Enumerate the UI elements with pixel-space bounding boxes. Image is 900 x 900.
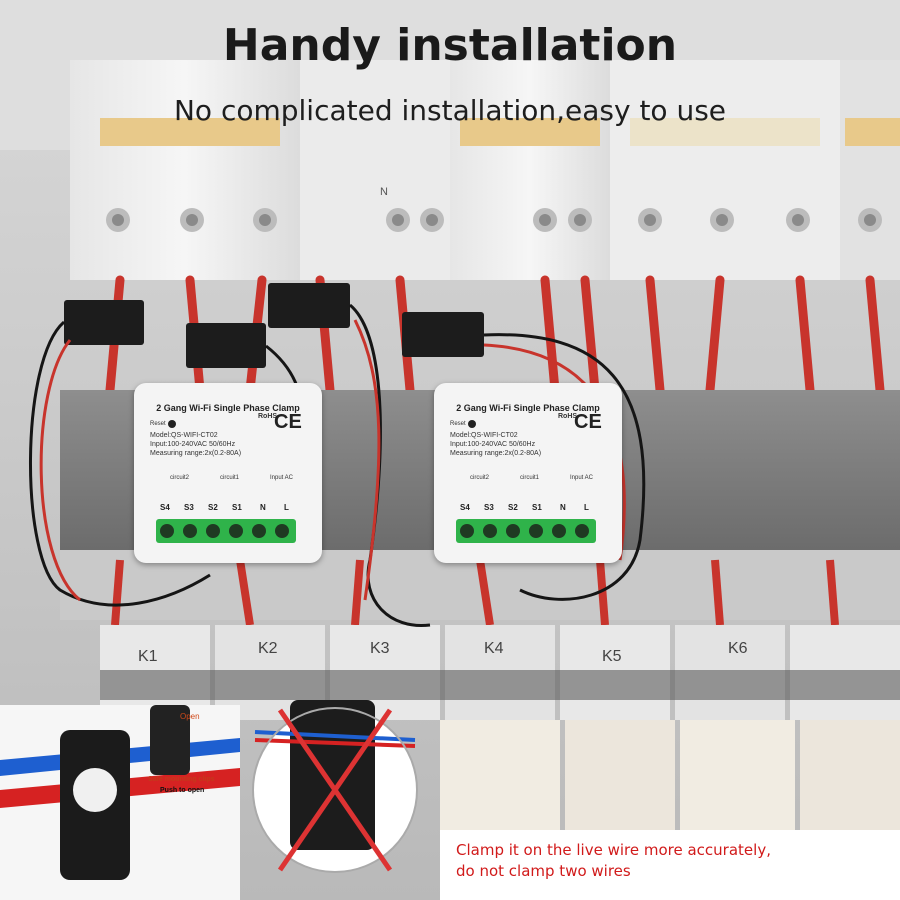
terminal-s1: S1 — [232, 503, 242, 512]
input-ac-label: Input AC — [570, 475, 594, 481]
wrong-clamp-illustration — [252, 700, 418, 873]
rohs-mark: RoHS — [258, 413, 278, 420]
screw-icon — [575, 524, 589, 538]
terminal-l: L — [284, 503, 289, 512]
model-text: Model:QS-WIFI-CT02 — [450, 432, 518, 439]
energy-meter-module-2: 2 Gang Wi-Fi Single Phase Clamp Reset Ro… — [434, 383, 622, 563]
open-label: Open — [180, 712, 200, 721]
relay-label-k6: K6 — [728, 640, 748, 657]
module-title: 2 Gang Wi-Fi Single Phase Clamp — [156, 403, 300, 413]
headline-title: Handy installation — [222, 20, 678, 71]
headline-subtitle: No complicated installation,easy to use — [173, 94, 727, 127]
model-text: Model:QS-WIFI-CT02 — [150, 432, 218, 439]
screw-icon — [183, 524, 197, 538]
reset-button[interactable] — [468, 420, 476, 428]
terminal-n: N — [560, 503, 566, 512]
relay-label-k5: K5 — [602, 648, 622, 665]
input-text: Input:100-240VAC 50/60Hz — [150, 441, 236, 448]
screw-icon — [206, 524, 220, 538]
screw-icon — [506, 524, 520, 538]
ce-mark: CE — [274, 411, 302, 433]
screw-icon — [529, 524, 543, 538]
lower-red-wires — [111, 559, 839, 626]
circuit1-label: circuit1 — [220, 475, 240, 481]
breaker-n-label: N — [380, 186, 388, 198]
input-ac-label: Input AC — [270, 475, 294, 481]
clip-label: Safe mounting clips — [148, 776, 215, 783]
cross-line-2 — [277, 708, 393, 872]
clamp-open-illustration — [0, 705, 240, 900]
screw-icon — [552, 524, 566, 538]
energy-meter-module-1: 2 Gang Wi-Fi Single Phase Clamp Reset Ro… — [134, 383, 322, 563]
terminal-block — [456, 519, 596, 543]
current-clamps — [64, 283, 484, 368]
terminal-s4: S4 — [160, 503, 170, 512]
relay-label-k2: K2 — [258, 640, 278, 657]
terminal-s3: S3 — [184, 503, 194, 512]
terminal-s4: S4 — [460, 503, 470, 512]
screw-icon — [252, 524, 266, 538]
ce-mark: CE — [574, 411, 602, 433]
input-text: Input:100-240VAC 50/60Hz — [450, 441, 536, 448]
reset-label: Reset — [150, 421, 166, 427]
terminal-s3: S3 — [484, 503, 494, 512]
circuit1-label: circuit1 — [520, 475, 540, 481]
circuit2-label: circuit2 — [470, 475, 490, 481]
module-spec: Model:QS-WIFI-CT02 Input:100-240VAC 50/6… — [450, 431, 541, 458]
terminal-l: L — [584, 503, 589, 512]
reset-label: Reset — [450, 421, 466, 427]
terminal-s2: S2 — [208, 503, 218, 512]
range-text: Measuring range:2x(0.2-80A) — [150, 450, 242, 457]
screw-icon — [483, 524, 497, 538]
range-text: Measuring range:2x(0.2-80A) — [450, 450, 542, 457]
rohs-mark: RoHS — [558, 413, 578, 420]
top-breakers — [70, 60, 900, 280]
screw-icon — [229, 524, 243, 538]
terminal-s1: S1 — [532, 503, 542, 512]
push-to-open-label: Push to open — [160, 787, 205, 794]
circuit2-label: circuit2 — [170, 475, 190, 481]
warning-caption: Clamp it on the live wire more accuratel… — [456, 840, 771, 882]
terminal-block — [156, 519, 296, 543]
screw-icon — [160, 524, 174, 538]
module-spec: Model:QS-WIFI-CT02 Input:100-240VAC 50/6… — [150, 431, 241, 458]
relay-label-k3: K3 — [370, 640, 390, 657]
terminal-n: N — [260, 503, 266, 512]
caption-line-2: do not clamp two wires — [456, 862, 631, 880]
terminal-s2: S2 — [508, 503, 518, 512]
screw-icon — [460, 524, 474, 538]
relay-label-k1: K1 — [138, 648, 158, 665]
screw-icon — [275, 524, 289, 538]
module-title: 2 Gang Wi-Fi Single Phase Clamp — [456, 403, 600, 413]
relay-label-k4: K4 — [484, 640, 504, 657]
reset-button[interactable] — [168, 420, 176, 428]
caption-line-1: Clamp it on the live wire more accuratel… — [456, 841, 771, 859]
